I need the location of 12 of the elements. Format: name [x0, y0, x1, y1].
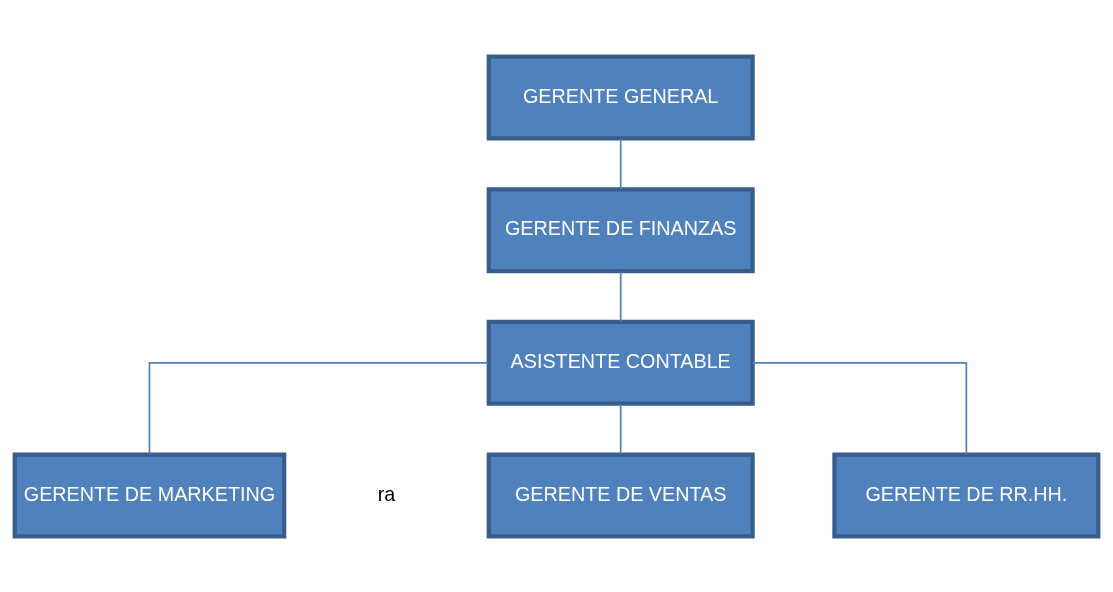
node-box: ASISTENTE CONTABLE	[486, 319, 755, 406]
connector	[619, 137, 622, 190]
node-box: GERENTE DE RR.HH.	[832, 451, 1101, 538]
node-box: GERENTE DE VENTAS	[486, 451, 755, 538]
connector	[752, 361, 968, 455]
node-box: GERENTE DE MARKETING	[12, 451, 287, 538]
connector	[619, 402, 622, 455]
connector	[148, 361, 489, 455]
connector	[619, 270, 622, 322]
node-box: GERENTE GENERAL	[486, 54, 755, 141]
label: ra	[377, 482, 396, 505]
node-box: GERENTE DE FINANZAS	[486, 186, 755, 273]
